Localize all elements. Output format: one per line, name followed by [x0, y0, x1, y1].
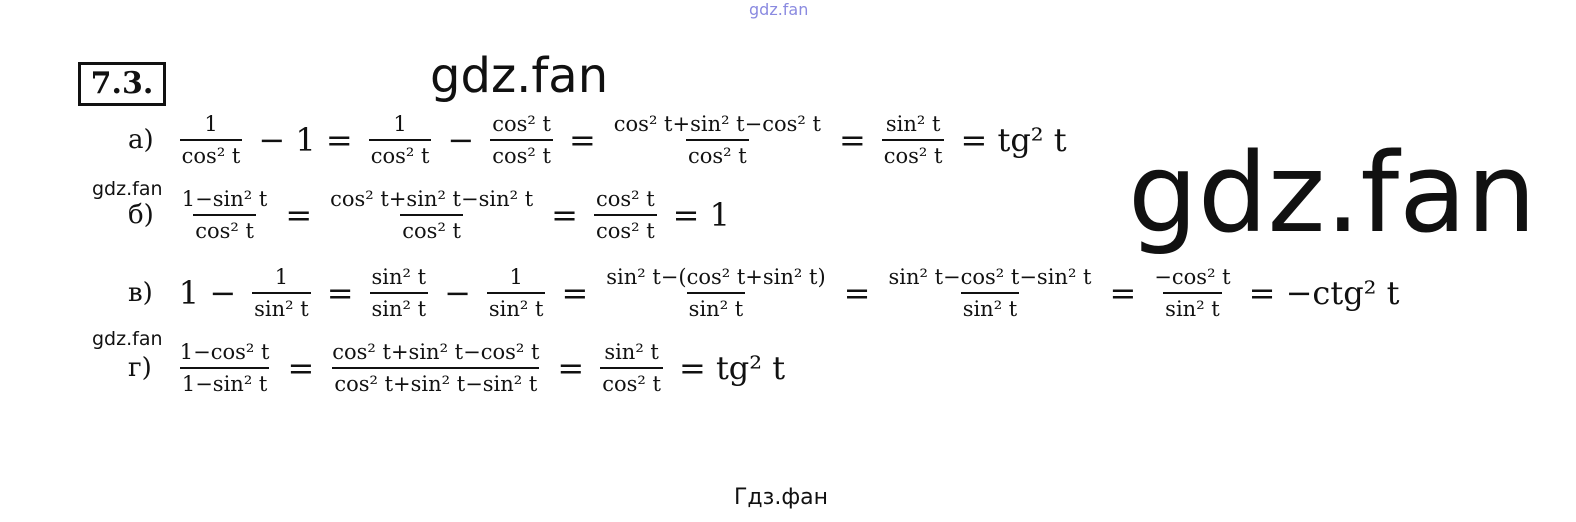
operator: − 1 =: [258, 121, 353, 159]
fraction: sin² t cos² t: [881, 112, 945, 168]
denominator: cos² t: [685, 139, 749, 168]
fraction: 1 cos² t: [368, 112, 432, 168]
fraction: 1 sin² t: [252, 265, 311, 321]
row-label: б): [128, 200, 154, 230]
denominator: sin² t: [960, 292, 1020, 321]
denominator: cos² t: [600, 367, 663, 396]
watermark-small: gdz.fan: [92, 178, 163, 200]
operator: = tg² t: [960, 121, 1067, 159]
watermark-mid: gdz.fan: [430, 48, 609, 104]
denominator: sin² t: [252, 292, 311, 321]
fraction: cos² t+sin² t−cos² t cos² t: [612, 112, 823, 168]
operator: =: [557, 349, 585, 387]
row-label: г): [128, 353, 152, 383]
watermark-top: gdz.fan: [749, 0, 809, 19]
numerator: 1−sin² t: [181, 187, 268, 211]
fraction: 1−cos² t 1−sin² t: [178, 340, 272, 396]
numerator: 1: [204, 112, 218, 136]
operator: =: [1109, 274, 1137, 312]
denominator: cos² t: [368, 139, 432, 168]
denominator: sin² t: [369, 292, 429, 321]
numerator: sin² t−(cos² t+sin² t): [606, 265, 826, 289]
problem-number: 7.3.: [78, 62, 166, 106]
operator: =: [568, 121, 596, 159]
operator: =: [561, 274, 589, 312]
fraction: cos² t+sin² t−cos² t cos² t+sin² t−sin² t: [330, 340, 541, 396]
operator: =: [843, 274, 871, 312]
fraction: 1 cos² t: [179, 112, 243, 168]
fraction: sin² t−cos² t−sin² t sin² t: [886, 265, 1093, 321]
row-label: в): [128, 278, 153, 308]
fraction: sin² t sin² t: [369, 265, 429, 321]
numerator: −cos² t: [1154, 265, 1231, 289]
denominator: cos² t+sin² t−sin² t: [332, 367, 540, 396]
denominator: 1−sin² t: [179, 367, 270, 396]
fraction: 1 sin² t: [486, 265, 546, 321]
numerator: cos² t+sin² t−cos² t: [613, 112, 821, 136]
numerator: 1: [274, 265, 289, 289]
operator: −: [444, 274, 471, 312]
fraction: cos² t+sin² t−sin² t cos² t: [328, 187, 535, 243]
denominator: sin² t: [686, 292, 746, 321]
operator: 1 −: [178, 274, 237, 312]
numerator: cos² t+sin² t−sin² t: [330, 187, 534, 211]
numerator: sin² t: [371, 265, 427, 289]
operator: =: [287, 349, 315, 387]
operator: = −ctg² t: [1248, 274, 1400, 312]
operator: = 1: [672, 196, 731, 234]
numerator: 1−cos² t: [179, 340, 270, 364]
denominator: sin² t: [1163, 292, 1222, 321]
denominator: cos² t: [881, 139, 945, 168]
denominator: cos² t: [179, 139, 243, 168]
fraction: sin² t−(cos² t+sin² t) sin² t: [604, 265, 827, 321]
fraction: cos² t cos² t: [593, 187, 657, 243]
denominator: sin² t: [486, 292, 546, 321]
fraction: 1−sin² t cos² t: [180, 187, 270, 243]
operator: = tg² t: [678, 349, 786, 387]
fraction: sin² t cos² t: [600, 340, 663, 396]
operator: =: [326, 274, 354, 312]
operator: =: [551, 196, 578, 234]
operator: =: [838, 121, 866, 159]
watermark-big: gdz.fan: [1128, 129, 1537, 257]
watermark-small: gdz.fan: [92, 328, 163, 350]
denominator: cos² t: [193, 214, 256, 243]
numerator: 1: [509, 265, 523, 289]
numerator: cos² t: [595, 187, 655, 211]
row-label: а): [128, 125, 154, 155]
numerator: sin² t: [885, 112, 941, 136]
watermark-bottom: Гдз.фан: [734, 485, 828, 510]
numerator: cos² t+sin² t−cos² t: [332, 340, 540, 364]
fraction: −cos² t sin² t: [1152, 265, 1232, 321]
operator: =: [285, 196, 313, 234]
numerator: sin² t: [604, 340, 659, 364]
operator: −: [447, 121, 475, 159]
fraction: cos² t cos² t: [490, 112, 553, 168]
numerator: sin² t−cos² t−sin² t: [888, 265, 1092, 289]
denominator: cos² t: [593, 214, 657, 243]
numerator: 1: [393, 112, 407, 136]
numerator: cos² t: [492, 112, 551, 136]
denominator: cos² t: [400, 214, 463, 243]
denominator: cos² t: [490, 139, 553, 168]
